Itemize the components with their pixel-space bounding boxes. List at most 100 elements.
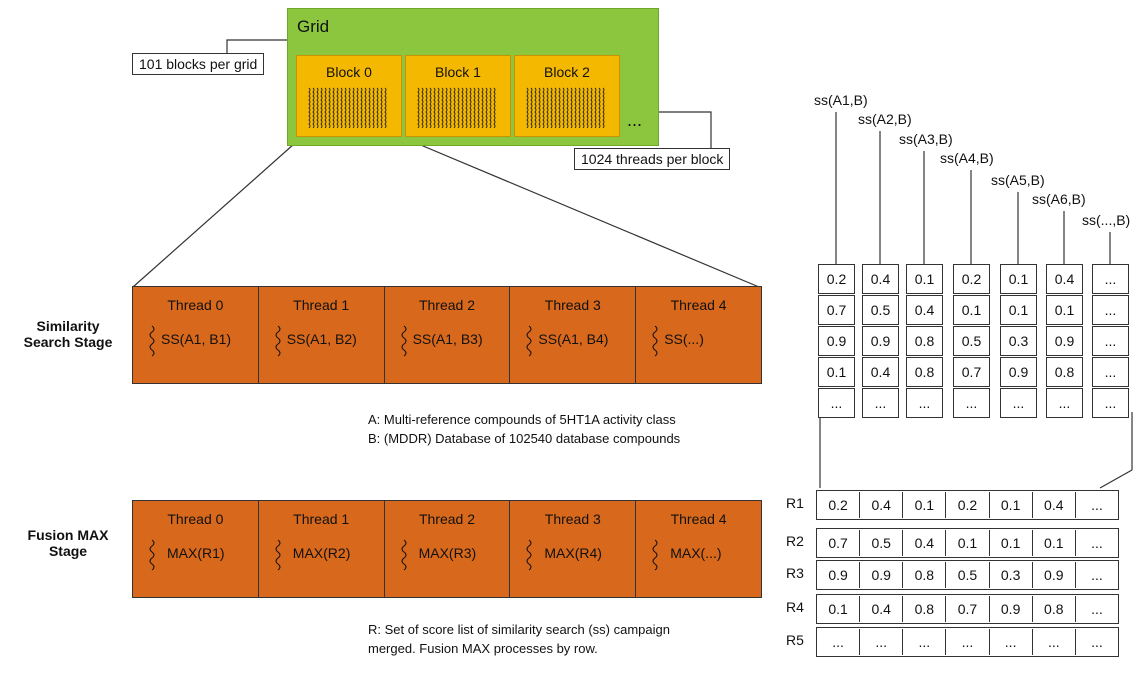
thread-squiggle-icon bbox=[526, 539, 532, 571]
thread-operation: SS(A1, B3) bbox=[412, 331, 483, 347]
similarity-stage-label: Similarity Search Stage bbox=[18, 318, 118, 350]
score-row-cell: ... bbox=[1091, 634, 1103, 650]
score-column-cell: 0.8 bbox=[1046, 357, 1083, 387]
thread-name: Thread 0 bbox=[167, 511, 224, 527]
score-column-cell: 0.4 bbox=[862, 264, 899, 294]
score-column-cell: ... bbox=[1092, 326, 1129, 356]
score-row-cell: ... bbox=[1033, 629, 1076, 655]
stage-label-line: Stage bbox=[48, 543, 88, 559]
score-column-cell: ... bbox=[953, 388, 990, 418]
score-row-cell: 0.8 bbox=[903, 596, 947, 622]
score-column-cell: ... bbox=[818, 388, 855, 418]
thread-squiggle-icon bbox=[652, 325, 658, 357]
score-column-cell: ... bbox=[1092, 388, 1129, 418]
thread-name: Thread 2 bbox=[418, 297, 476, 313]
score-column-cell: 0.9 bbox=[818, 326, 855, 356]
note-line: B: (MDDR) Database of 102540 database co… bbox=[368, 431, 681, 446]
score-row-cell: 0.1 bbox=[817, 596, 861, 622]
score-column-cell: 0.1 bbox=[1000, 264, 1037, 294]
score-row-cell: 0.5 bbox=[946, 562, 990, 588]
note-line: A: Multi-reference compounds of 5HT1A ac… bbox=[368, 412, 676, 427]
thread-name: Thread 2 bbox=[418, 511, 476, 527]
score-column-cell: 0.4 bbox=[1046, 264, 1083, 294]
score-row-cell: 0.2 bbox=[817, 492, 861, 518]
thread-squiggle-icon bbox=[401, 325, 407, 357]
score-column-cell: 0.8 bbox=[906, 357, 943, 387]
score-row-cell: ... bbox=[860, 629, 904, 655]
score-row-cell: 0.4 bbox=[1033, 492, 1076, 518]
thread-operation: MAX(R2) bbox=[292, 545, 351, 561]
thread-squiggle-icon bbox=[526, 325, 532, 357]
thread-operation: SS(A1, B1) bbox=[161, 331, 232, 347]
score-column-cell: ... bbox=[906, 388, 943, 418]
thread-squiggle-icon bbox=[275, 539, 281, 571]
stage-label-line: Search Stage bbox=[23, 334, 113, 350]
score-row-cell: 0.1 bbox=[946, 530, 990, 556]
score-row-label: R4 bbox=[786, 599, 804, 615]
score-column-header: ss(A5,B) bbox=[991, 172, 1045, 188]
score-row-cell: 0.9 bbox=[817, 562, 861, 588]
score-row: ..................... bbox=[816, 627, 1119, 657]
thread-cell: Thread 0 SS(A1, B1) bbox=[133, 287, 259, 383]
score-column-cell: 0.9 bbox=[862, 326, 899, 356]
score-row-cell: 0.9 bbox=[1033, 562, 1076, 588]
score-row-cell: 0.1 bbox=[903, 492, 947, 518]
score-column-cell: 0.1 bbox=[1046, 295, 1083, 325]
thread-name: Thread 4 bbox=[670, 511, 727, 527]
thread-name: Thread 1 bbox=[293, 297, 350, 313]
stage-label-line: Fusion MAX bbox=[27, 527, 109, 543]
score-column-cell: ... bbox=[1046, 388, 1083, 418]
score-column-cell: 0.4 bbox=[862, 357, 899, 387]
thread-operation: SS(A1, B4) bbox=[538, 331, 609, 347]
score-row-cell: ... bbox=[990, 629, 1033, 655]
score-column-header: ss(A2,B) bbox=[858, 111, 912, 127]
score-row-label: R3 bbox=[786, 565, 804, 581]
block-1: Block 1 bbox=[405, 55, 511, 137]
thread-squiggle-icon bbox=[401, 539, 407, 571]
score-column-header: ss(A4,B) bbox=[940, 150, 994, 166]
grid-title: Grid bbox=[297, 17, 330, 36]
score-column-cell: ... bbox=[1092, 264, 1129, 294]
score-row-cell: 0.5 bbox=[860, 530, 904, 556]
fusion-stage-label: Fusion MAX Stage bbox=[18, 527, 118, 559]
thread-cell: Thread 2 SS(A1, B3) bbox=[384, 287, 511, 383]
thread-name: Thread 0 bbox=[167, 297, 224, 313]
score-column-cell: 0.2 bbox=[953, 264, 990, 294]
score-column-header: ss(A3,B) bbox=[899, 131, 953, 147]
block-0: Block 0 bbox=[296, 55, 402, 137]
score-column-cell: 0.1 bbox=[906, 264, 943, 294]
thread-squiggle-icon bbox=[275, 325, 281, 357]
note-line: R: Set of score list of similarity searc… bbox=[368, 622, 670, 637]
thread-squiggle-icon bbox=[652, 539, 658, 571]
fusion-note: R: Set of score list of similarity searc… bbox=[368, 620, 670, 658]
score-column-cell: 0.4 bbox=[906, 295, 943, 325]
similarity-note: A: Multi-reference compounds of 5HT1A ac… bbox=[368, 410, 680, 448]
score-row-cell: 0.1 bbox=[1033, 530, 1076, 556]
score-column-cell: 0.2 bbox=[818, 264, 855, 294]
score-row-cell: ... bbox=[1091, 497, 1103, 513]
block-2: Block 2 bbox=[514, 55, 620, 137]
thread-operation: MAX(R4) bbox=[544, 545, 602, 561]
score-row-label: R2 bbox=[786, 533, 804, 549]
score-row-cell: 0.7 bbox=[946, 596, 990, 622]
score-row-cell: 0.2 bbox=[946, 492, 990, 518]
similarity-thread-row: Thread 0 SS(A1, B1) Thread 1 SS(A1, B2) Thre… bbox=[132, 286, 762, 384]
thread-bundle-icon bbox=[308, 87, 387, 128]
score-column-cell: ... bbox=[1092, 357, 1129, 387]
thread-operation: SS(A1, B2) bbox=[286, 331, 357, 347]
thread-squiggle-icon bbox=[149, 539, 155, 571]
score-row-cell: 0.1 bbox=[990, 530, 1033, 556]
block-label: Block 0 bbox=[326, 64, 372, 80]
score-row-cell: ... bbox=[946, 629, 990, 655]
score-row-cell: 0.4 bbox=[860, 492, 904, 518]
blocks-per-grid-callout: 101 blocks per grid bbox=[132, 53, 265, 75]
score-column-cell: 0.7 bbox=[818, 295, 855, 325]
thread-squiggle-icon bbox=[149, 325, 155, 357]
